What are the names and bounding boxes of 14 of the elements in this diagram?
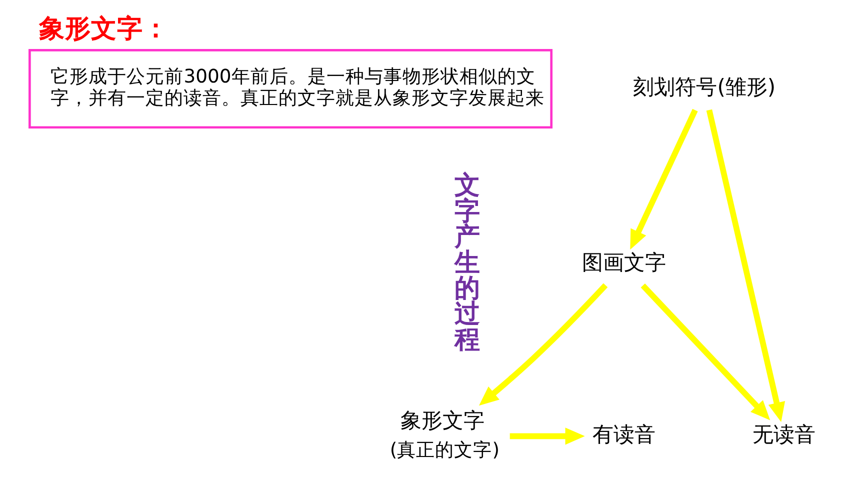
arrow — [510, 428, 585, 445]
node-text: 刻划符号(雏形) — [633, 74, 776, 99]
node-box: 它形成于公元前3000年前后。是一种与事物形状相似的文字，并有一定的读音。真正的文字就是从象形文字发展起来 — [28, 49, 553, 129]
node-text: 图画文字 — [582, 249, 666, 274]
arrow — [630, 108, 698, 250]
label: 文字产生的过程 — [454, 170, 480, 355]
node-text: 无读音 — [752, 421, 816, 446]
diagram-title: 象形文字： — [39, 14, 170, 44]
arrow — [706, 109, 786, 422]
node-text: 象形文字 — [400, 407, 484, 432]
arrow — [478, 283, 608, 406]
arrow — [640, 284, 770, 420]
node-label: (真正的文字) — [390, 440, 500, 461]
node-text: 有读音 — [592, 421, 656, 446]
